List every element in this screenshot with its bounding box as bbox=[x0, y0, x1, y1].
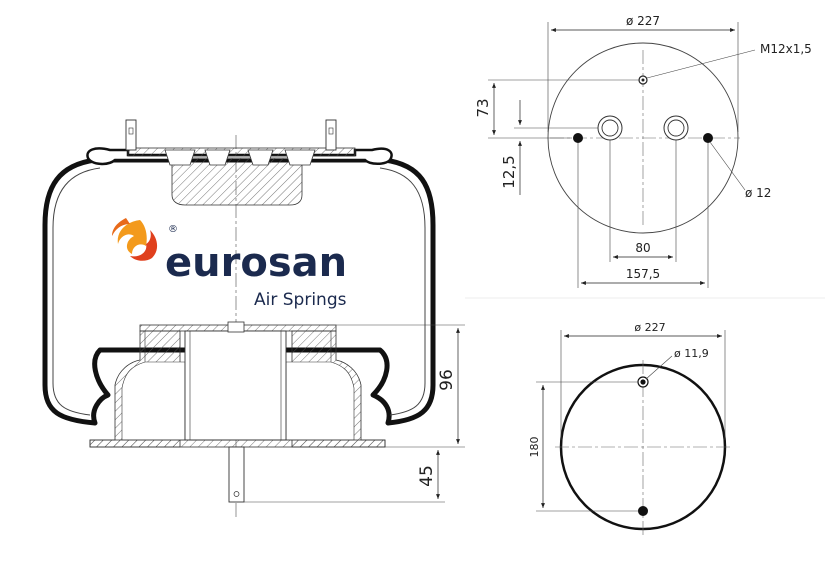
top-plate-view: ø 227 M12x1,5 73 12,5 ø 12 80 157,5 bbox=[474, 14, 812, 288]
registered-mark: ® bbox=[168, 224, 178, 235]
top-dim-hole: ø 12 bbox=[745, 186, 771, 200]
bottom-bottom-hole bbox=[638, 506, 648, 516]
brand-tagline: Air Springs bbox=[254, 290, 347, 310]
bottom-dim-diameter: ø 227 bbox=[634, 321, 665, 334]
brand-name: eurosan bbox=[165, 240, 347, 286]
side-section-view: 96 45 bbox=[42, 119, 465, 520]
top-left-hole bbox=[573, 133, 583, 143]
dimension-96: 96 bbox=[336, 324, 465, 448]
bellow-inner bbox=[52, 167, 101, 416]
bottom-plate-view: ø 227 ø 11,9 180 bbox=[528, 321, 731, 535]
bottom-dim-180: 180 bbox=[528, 437, 541, 458]
bottom-dim-hole: ø 11,9 bbox=[674, 347, 709, 360]
dim-96-label: 96 bbox=[437, 369, 457, 391]
top-dim-73: 73 bbox=[474, 98, 492, 117]
piston bbox=[89, 321, 386, 503]
bellow-inner-right bbox=[379, 167, 426, 416]
top-dim-12-5: 12,5 bbox=[500, 155, 518, 188]
dimension-45: 45 bbox=[244, 450, 445, 503]
flame-icon bbox=[112, 218, 158, 261]
top-dim-157-5: 157,5 bbox=[626, 267, 660, 281]
top-bead-plate bbox=[86, 119, 393, 206]
eurosan-logo: ® eurosan Air Springs bbox=[112, 218, 347, 310]
top-right-hole bbox=[703, 133, 713, 143]
top-dim-80: 80 bbox=[635, 241, 650, 255]
dim-45-label: 45 bbox=[417, 465, 437, 487]
top-dim-thread: M12x1,5 bbox=[760, 42, 812, 56]
top-dim-diameter: ø 227 bbox=[626, 14, 660, 28]
